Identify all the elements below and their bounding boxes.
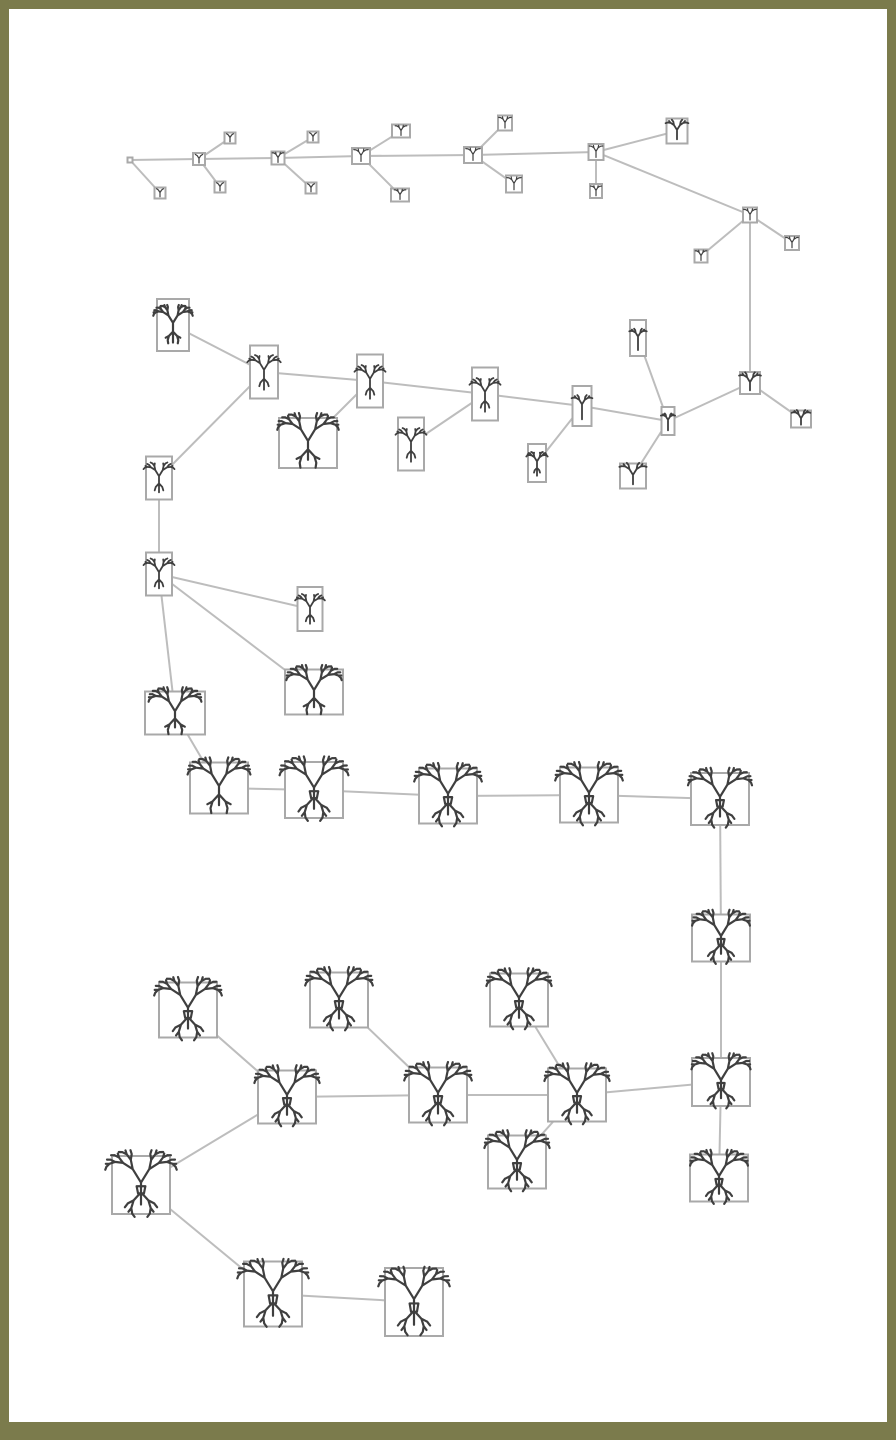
biomorph-node	[690, 1150, 748, 1204]
biomorph-node	[215, 182, 226, 193]
tree-edge	[361, 155, 473, 156]
biomorph-node	[308, 132, 319, 143]
tree-edge	[159, 372, 264, 478]
biomorph-node	[589, 144, 604, 160]
biomorph-node	[666, 119, 689, 144]
biomorph-node	[661, 407, 675, 435]
biomorph-evolution-tree	[9, 9, 896, 1440]
biomorph-node	[692, 910, 750, 964]
biomorph-node	[272, 152, 285, 165]
tree-edge	[596, 131, 677, 152]
biomorph-node	[590, 184, 602, 198]
biomorph-node	[128, 158, 133, 163]
tree-edge	[199, 158, 278, 159]
biomorph-node	[153, 299, 192, 351]
tree-edge	[130, 159, 199, 160]
biomorph-node	[555, 762, 623, 825]
tree-edge	[596, 152, 750, 215]
tree-edge	[264, 372, 370, 381]
biomorph-node	[544, 1063, 609, 1124]
biomorph-node	[285, 665, 343, 715]
biomorph-node	[306, 183, 317, 194]
biomorph-node	[484, 1130, 549, 1191]
tree-edge	[370, 381, 485, 394]
biomorph-node	[695, 250, 708, 263]
biomorph-node	[144, 457, 175, 500]
biomorph-node	[470, 368, 501, 421]
biomorph-node	[254, 1065, 319, 1126]
biomorph-node	[785, 236, 799, 250]
biomorph-node	[464, 147, 482, 163]
biomorph-node	[414, 763, 482, 826]
biomorph-node	[237, 1259, 308, 1327]
biomorph-node	[145, 687, 205, 734]
biomorph-node	[392, 125, 410, 138]
biomorph-node	[247, 346, 280, 399]
biomorph-node	[277, 413, 338, 468]
tree-nodes	[105, 116, 811, 1337]
biomorph-node	[155, 188, 166, 199]
tree-edge	[278, 156, 361, 158]
biomorph-node	[188, 757, 251, 813]
biomorph-node	[355, 355, 386, 408]
tree-edge	[582, 406, 668, 421]
biomorph-node	[305, 967, 373, 1030]
tree-edges	[130, 123, 801, 1302]
biomorph-node	[688, 768, 752, 828]
biomorph-node	[193, 153, 205, 165]
tree-edge	[473, 152, 596, 155]
biomorph-node	[791, 410, 811, 428]
biomorph-node	[378, 1267, 449, 1336]
biomorph-node	[498, 116, 512, 131]
biomorph-node	[526, 444, 547, 482]
biomorph-node	[225, 133, 236, 144]
biomorph-node	[506, 176, 522, 193]
biomorph-node	[280, 756, 349, 820]
biomorph-node	[629, 320, 646, 356]
tree-edge	[485, 394, 582, 406]
biomorph-node	[144, 553, 175, 596]
tree-edge	[668, 383, 750, 421]
biomorph-node	[396, 418, 427, 471]
biomorph-node	[352, 148, 370, 164]
biomorph-node	[105, 1150, 176, 1217]
biomorph-node	[572, 386, 593, 426]
biomorph-node	[486, 968, 551, 1029]
biomorph-node	[154, 977, 222, 1040]
biomorph-node	[739, 372, 761, 394]
biomorph-node	[692, 1053, 751, 1108]
biomorph-node	[619, 463, 646, 489]
node-box	[128, 158, 133, 163]
biomorph-node	[743, 208, 757, 223]
biomorph-node	[391, 189, 409, 202]
biomorph-node	[295, 587, 325, 631]
biomorph-node	[404, 1062, 472, 1125]
